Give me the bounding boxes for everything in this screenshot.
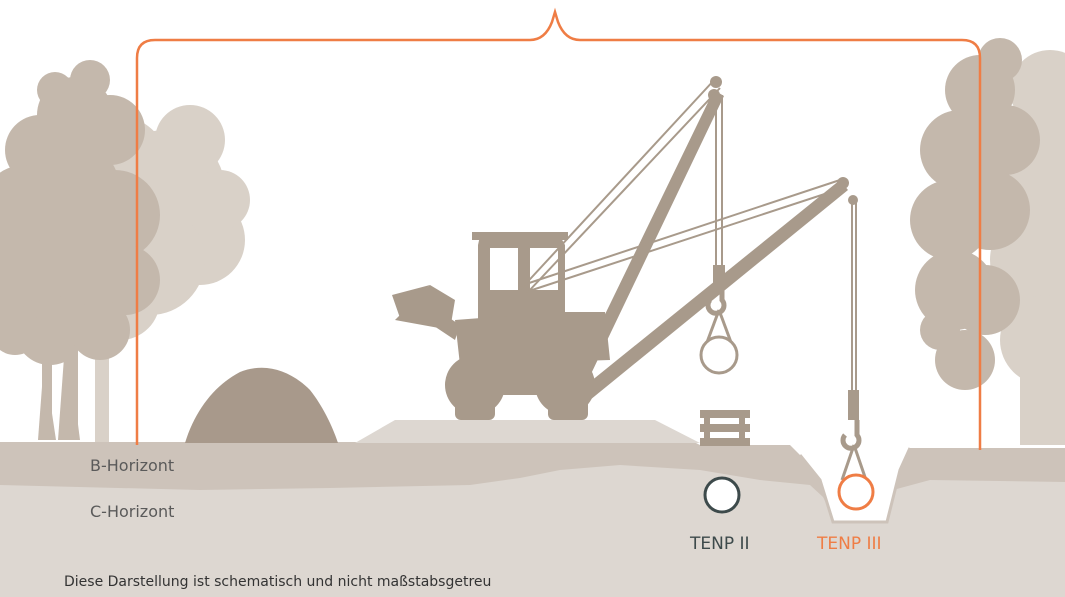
soil-mound <box>185 367 338 443</box>
pipe-tenp3 <box>837 473 875 511</box>
work-strip-bracket <box>135 7 982 450</box>
b-horizon-label: B-Horizont <box>90 456 175 475</box>
c-horizon-label: C-Horizont <box>90 502 175 521</box>
gravel-platform <box>355 420 700 443</box>
boom-cables <box>519 77 857 392</box>
hook-right <box>840 390 868 481</box>
pipe-tenp2 <box>703 476 741 514</box>
wooden-supports <box>700 410 750 446</box>
right-tree <box>910 38 1065 445</box>
tenp3-label: TENP III <box>817 534 882 554</box>
left-tree <box>0 60 250 445</box>
c-horizon-layer <box>0 465 1065 597</box>
tenp2-label: TENP II <box>690 534 750 554</box>
disclaimer-note: Diese Darstellung ist schematisch und ni… <box>64 574 492 590</box>
pipelayer-machine <box>392 76 858 420</box>
pipe-on-hook-left <box>699 335 739 375</box>
